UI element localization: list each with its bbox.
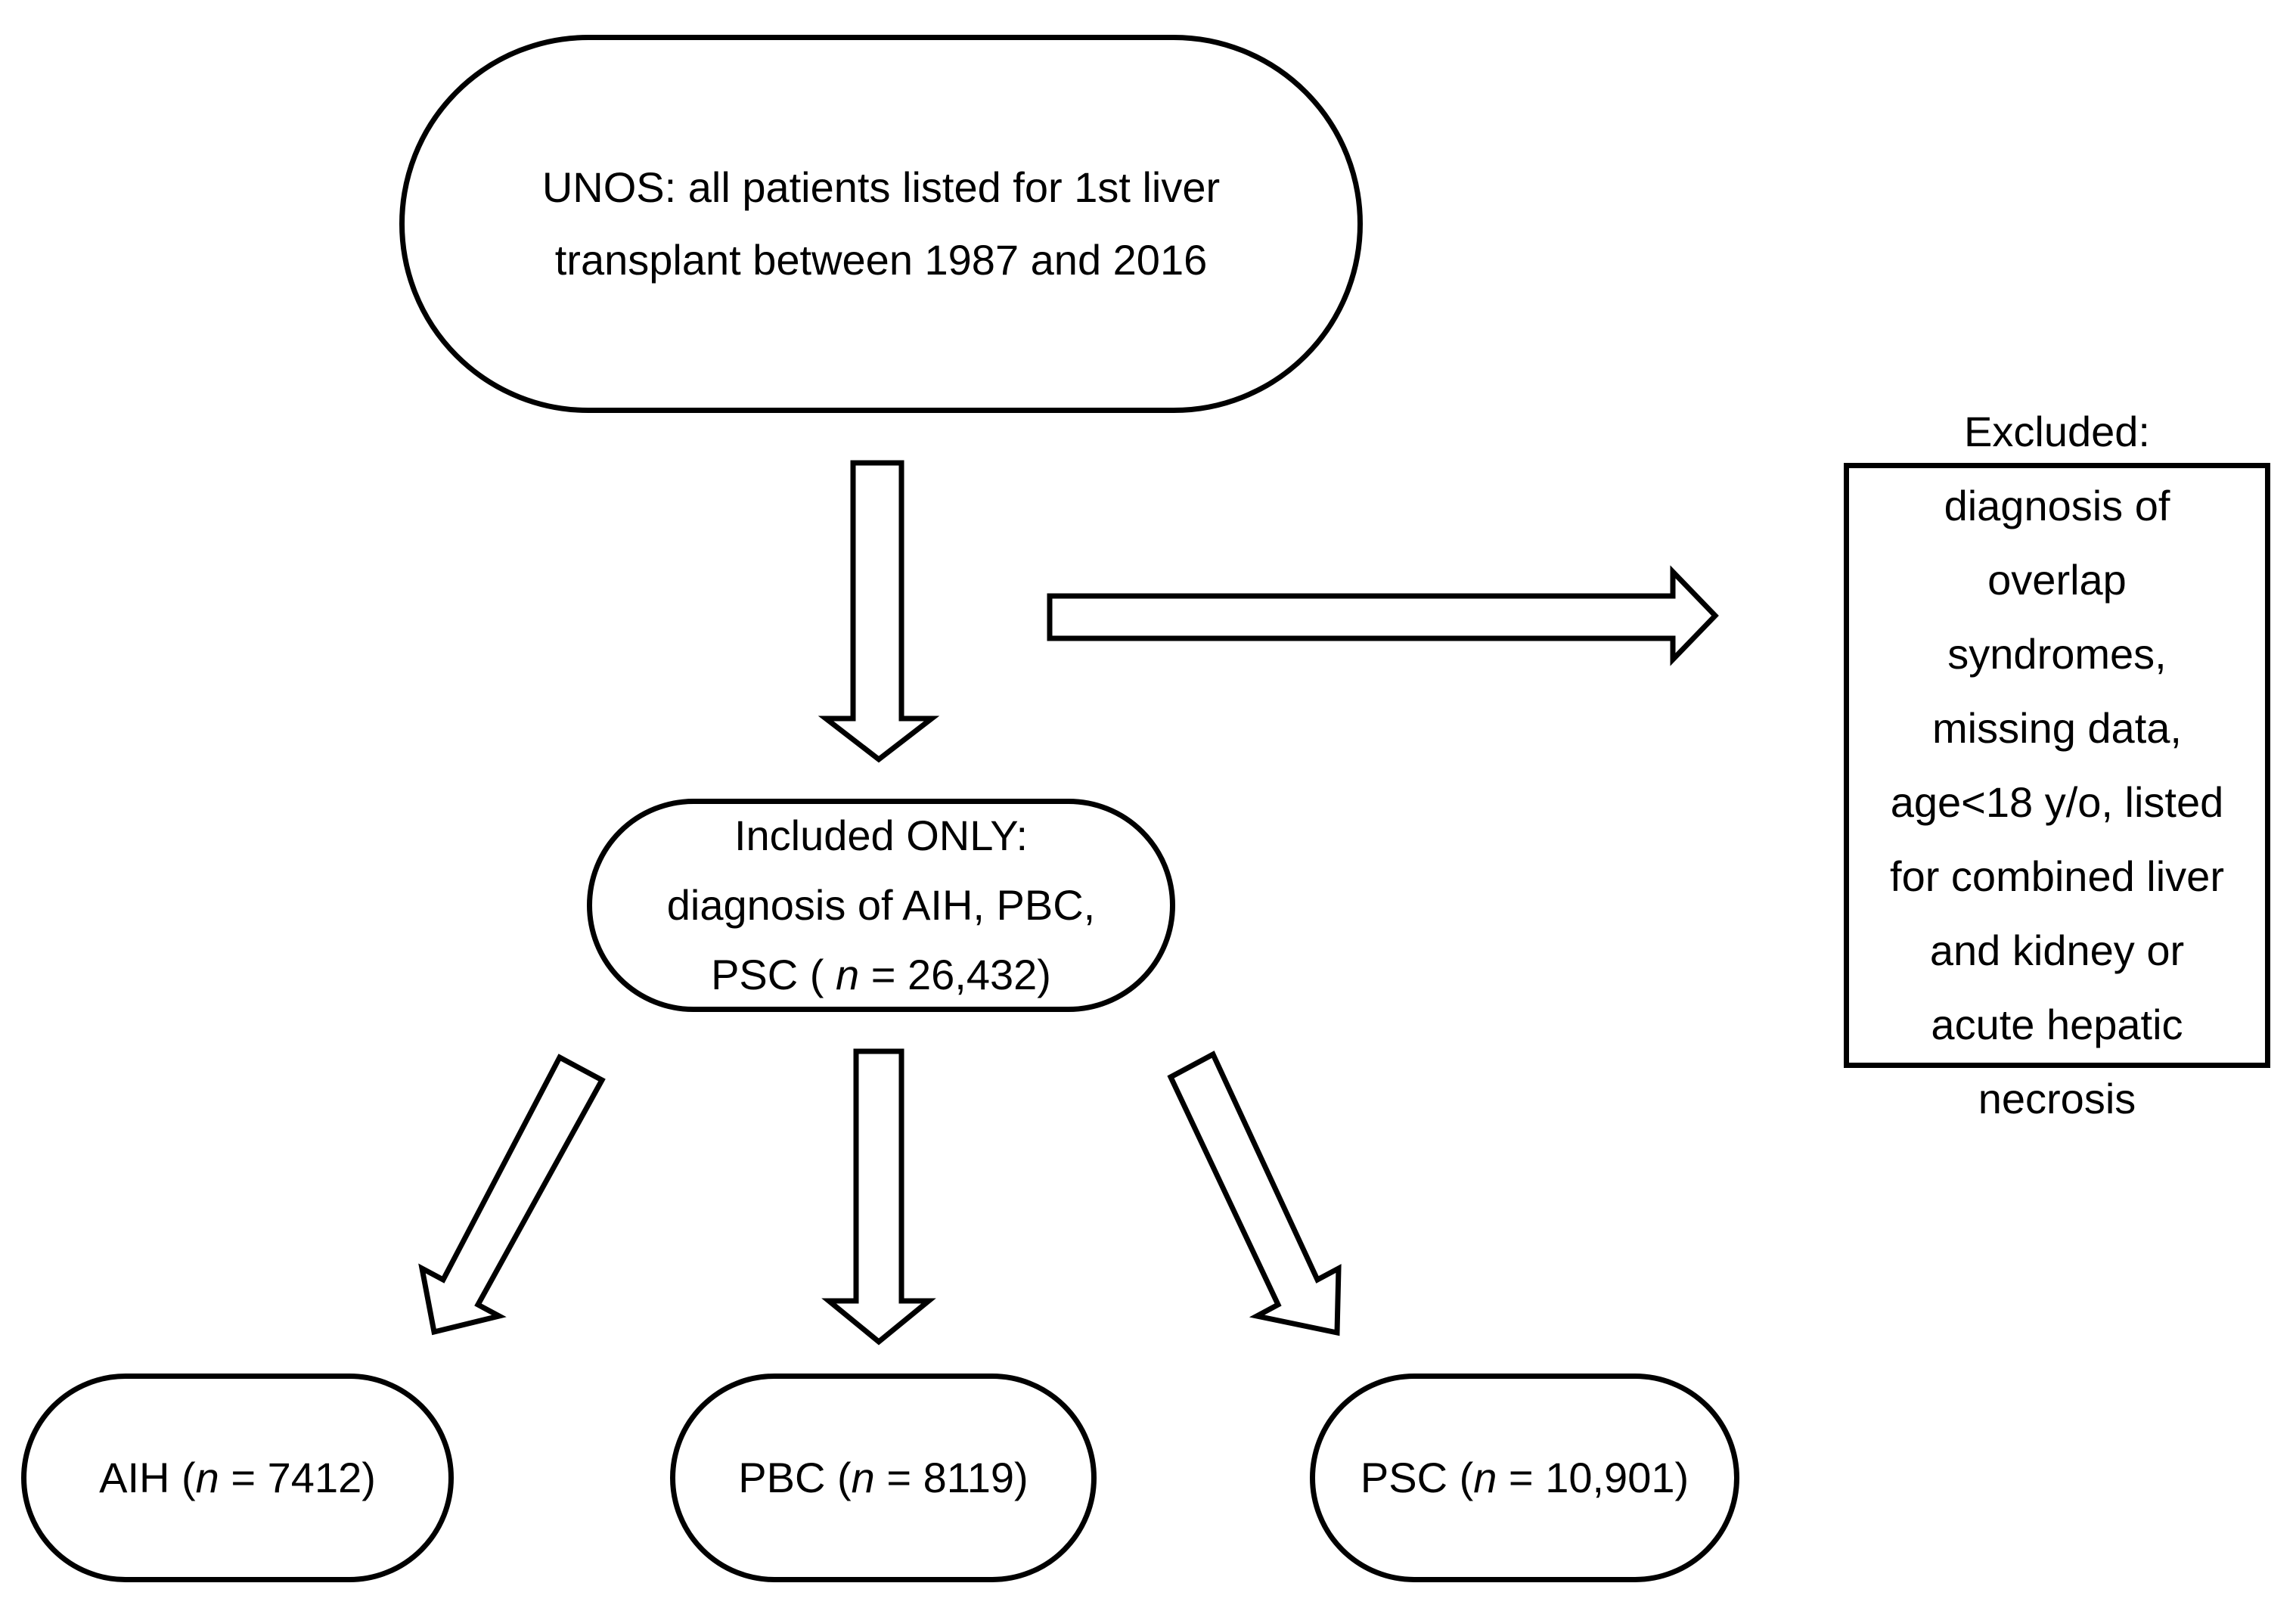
unos-line-1: UNOS: all patients listed for 1st liver <box>541 163 1221 211</box>
excluded-line: diagnosis of <box>1944 482 2170 529</box>
pbc-node: PBC (n = 8119) <box>670 1374 1097 1582</box>
included-suffix: = 26,432) <box>859 951 1051 998</box>
arrow-to-psc <box>1167 1051 1342 1336</box>
included-node: Included ONLY: diagnosis of AIH, PBC, PS… <box>587 799 1175 1012</box>
excluded-node: Excluded: diagnosis of overlap syndromes… <box>1844 408 2270 1122</box>
psc-label: PSC (n = 10,901) <box>1361 1442 1689 1514</box>
psc-suffix: = 10,901) <box>1497 1454 1689 1501</box>
psc-prefix: PSC ( <box>1360 1454 1474 1501</box>
included-n-var: n <box>836 951 860 998</box>
pbc-label: PBC (n = 8119) <box>738 1442 1028 1514</box>
excluded-line: acute hepatic <box>1931 1001 2183 1048</box>
excluded-text: Excluded: diagnosis of overlap syndromes… <box>1875 395 2239 1136</box>
excluded-line: and kidney or <box>1929 927 2185 974</box>
excluded-line: syndromes, <box>1947 630 2167 678</box>
pbc-n-var: n <box>851 1454 875 1501</box>
included-line-3: PSC ( n = 26,432) <box>644 940 1119 1010</box>
excluded-line: age<18 y/o, listed <box>1890 778 2224 826</box>
psc-n-var: n <box>1473 1454 1497 1501</box>
aih-label: AIH (n = 7412) <box>99 1442 376 1514</box>
unos-line-2: transplant between 1987 and 2016 <box>554 236 1208 284</box>
included-text: Included ONLY: diagnosis of AIH, PBC, PS… <box>644 801 1119 1010</box>
pbc-prefix: PBC ( <box>738 1454 852 1501</box>
unos-node: UNOS: all patients listed for 1st liver … <box>399 35 1363 413</box>
aih-node: AIH (n = 7412) <box>21 1374 454 1582</box>
arrow-to-pbc <box>821 1048 936 1346</box>
aih-prefix: AIH ( <box>99 1454 196 1501</box>
included-prefix: PSC ( <box>711 951 836 998</box>
arrow-unos-to-included <box>818 460 940 763</box>
unos-text: UNOS: all patients listed for 1st liver … <box>497 151 1265 296</box>
pbc-suffix: = 8119) <box>874 1454 1029 1501</box>
excluded-line: for combined liver <box>1890 852 2224 900</box>
included-line-1: Included ONLY: <box>734 812 1029 859</box>
aih-n-var: n <box>195 1454 219 1501</box>
psc-node: PSC (n = 10,901) <box>1310 1374 1739 1582</box>
excluded-line: overlap <box>1987 556 2127 604</box>
excluded-line: Excluded: <box>1964 408 2150 455</box>
included-line-2: diagnosis of AIH, PBC, <box>666 881 1096 929</box>
excluded-line: missing data, <box>1932 704 2182 752</box>
arrow-to-excluded <box>1047 565 1719 666</box>
aih-suffix: = 7412) <box>219 1454 376 1501</box>
arrow-to-aih <box>418 1054 606 1336</box>
excluded-line: necrosis <box>1978 1075 2136 1122</box>
